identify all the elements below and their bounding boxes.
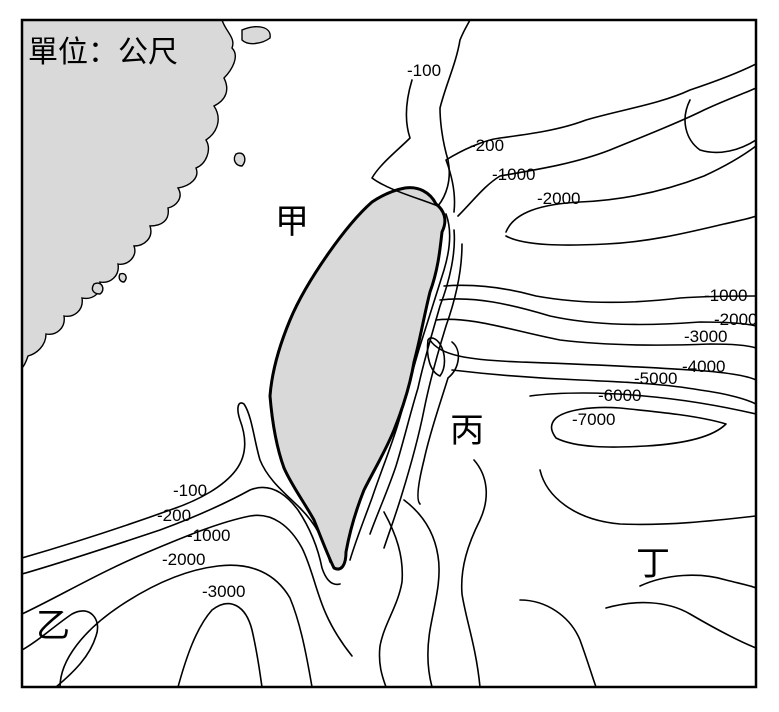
- island-ne: [241, 26, 271, 45]
- contour-north-100: [371, 20, 471, 207]
- contour-south-100: [22, 402, 331, 563]
- contour-south-1000: [22, 514, 353, 657]
- contour-east-1: [443, 284, 756, 304]
- contour-east-6: [529, 392, 756, 415]
- contour-north-2000: [505, 145, 756, 233]
- contour-ecoast-ridge: [426, 337, 446, 377]
- depth-label-south-200: -200: [157, 506, 191, 525]
- depth-label-south-1000: -1000: [187, 526, 230, 545]
- depth-label-east-7000: -7000: [572, 410, 615, 429]
- contour-se-6: [639, 574, 756, 589]
- contour-se-5: [605, 601, 756, 649]
- depth-label-north-1000: -1000: [492, 165, 535, 184]
- contour-se-3: [460, 459, 488, 687]
- contour-south-3000: [177, 602, 263, 687]
- contour-ecoast-3: [383, 243, 463, 549]
- island-small-1: [233, 152, 246, 167]
- contour-ecoast-2: [369, 229, 456, 535]
- contour-east-3: [435, 318, 756, 349]
- region-label-ding: 丁: [636, 544, 670, 584]
- taiwan-island: [268, 186, 447, 571]
- contour-east-deep-basin: [539, 469, 756, 526]
- contour-east-7: [550, 406, 727, 448]
- region-label-bing: 丙: [450, 411, 484, 451]
- contour-se-1: [378, 511, 404, 687]
- depth-label-north-200: -200: [470, 136, 504, 155]
- contour-se-2: [403, 499, 440, 687]
- contour-se-4: [519, 599, 597, 687]
- map-frame: [20, 18, 758, 689]
- contour-south-200: [22, 486, 341, 586]
- contour-north-1000a: [457, 87, 756, 217]
- depth-label-east-1000: -1000: [704, 286, 747, 305]
- depth-label-east-2000: -2000: [714, 310, 757, 329]
- island-small-3: [118, 272, 127, 283]
- contour-north-ne: [684, 99, 756, 154]
- contour-east-5: [451, 369, 756, 405]
- contour-north-deep: [505, 215, 756, 246]
- contour-east-4: [429, 339, 756, 381]
- depth-label-east-6000: -6000: [598, 386, 641, 405]
- unit-label: 單位：公尺: [28, 35, 178, 70]
- depth-label-east-5000: -5000: [634, 369, 677, 388]
- contour-east-2: [439, 298, 756, 327]
- region-label-yi: 乙: [36, 606, 70, 646]
- depth-label-south-3000: -3000: [202, 582, 245, 601]
- contour-north-200: [445, 63, 756, 213]
- contour-south-2000: [59, 564, 313, 687]
- depth-label-east-4000: -4000: [682, 357, 725, 376]
- depth-label-south-100: -100: [173, 481, 207, 500]
- contour-ecoast-trough: [417, 341, 460, 505]
- island-small-2: [91, 282, 104, 295]
- contour-ecoast-1: [349, 213, 451, 561]
- region-label-jia: 甲: [275, 202, 309, 242]
- unit-label-bg: [24, 22, 210, 70]
- contour-south-west-loop: [22, 610, 99, 687]
- depth-label-south-2000: -2000: [162, 550, 205, 569]
- depth-label-north-2000: -2000: [537, 189, 580, 208]
- mainland-china: [22, 20, 236, 369]
- depth-label-north-100: -100: [407, 61, 441, 80]
- depth-label-east-3000: -3000: [684, 327, 727, 346]
